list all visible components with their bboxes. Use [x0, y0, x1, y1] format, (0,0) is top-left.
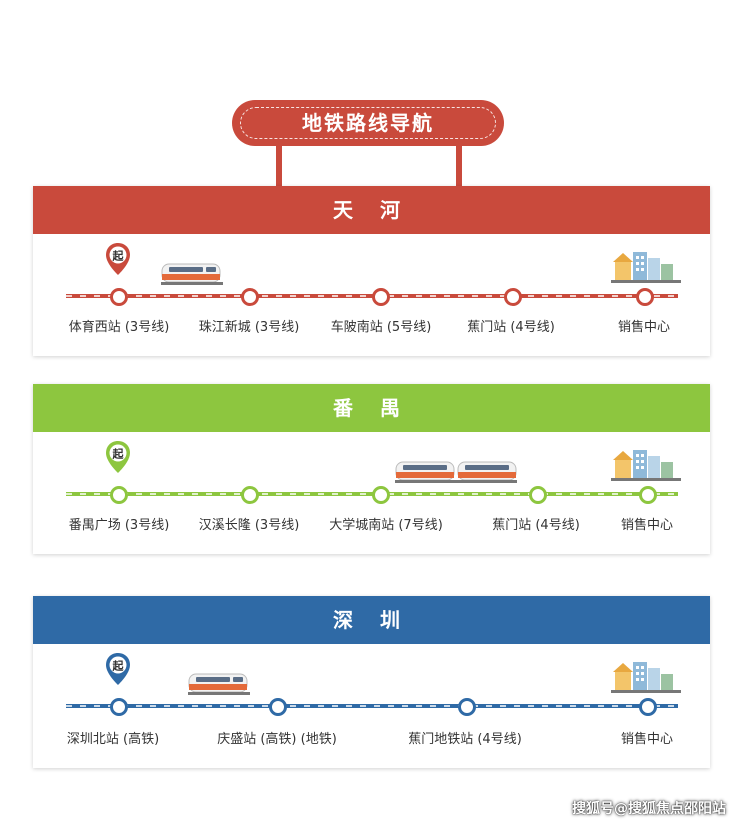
route-header-panyu: 番 禺 [33, 384, 710, 432]
location-pin-icon: 起 [106, 653, 130, 685]
station-label: 车陂南站 (5号线) [330, 320, 432, 335]
title-pill [232, 100, 504, 146]
station-label: 番禺广场 (3号线) [68, 518, 170, 533]
location-pin-icon: 起 [106, 441, 130, 473]
route-body-shenzhen: 起 深圳北站 (高铁) 庆盛站 (高铁) (地铁) 蕉门地铁站 (4号线) [33, 644, 710, 768]
start-marker-label: 起 [112, 447, 125, 461]
route-body-tianhe: 起 体育西站 (3号线) 珠江新城 (3号线) 车陂南站 (5号线) [33, 234, 710, 356]
station-marker [504, 288, 522, 306]
route-body-panyu: 起 番禺广场 (3号线) 汉溪长隆 (3号线) [33, 432, 710, 554]
station-marker [110, 698, 128, 716]
building-icon [611, 450, 681, 481]
station-marker [110, 486, 128, 504]
watermark: 搜狐号@搜狐焦点邵阳站 [572, 801, 726, 817]
train-icon [188, 673, 250, 695]
station-label: 蕉门站 (4号线) [467, 320, 555, 335]
banner-post-right [456, 144, 462, 188]
station-label: 珠江新城 (3号线) [198, 320, 300, 335]
station-marker [458, 698, 476, 716]
title-banner: 地铁路线导航 [232, 100, 504, 146]
station-marker [639, 698, 657, 716]
station-label: 蕉门站 (4号线) [492, 518, 580, 533]
route-header-shenzhen: 深 圳 [33, 596, 710, 644]
page-title: 地铁路线导航 [302, 111, 434, 135]
route-card-shenzhen: 深 圳 起 深圳北站 (高铁) [33, 596, 710, 768]
start-marker-label: 起 [112, 659, 125, 673]
station-marker [241, 288, 259, 306]
route-card-panyu: 番 禺 起 [33, 384, 710, 554]
route-header-tianhe: 天 河 [33, 186, 710, 234]
station-marker [639, 486, 657, 504]
start-marker-label: 起 [112, 249, 125, 263]
station-marker [636, 288, 654, 306]
station-label: 体育西站 (3号线) [68, 320, 170, 335]
building-icon [611, 662, 681, 693]
station-label: 销售中心 [620, 732, 674, 747]
route-line [66, 704, 678, 708]
station-marker [110, 288, 128, 306]
station-label: 汉溪长隆 (3号线) [198, 518, 300, 533]
building-icon [611, 252, 681, 283]
station-marker [241, 486, 259, 504]
station-label: 大学城南站 (7号线) [329, 518, 443, 533]
station-marker [372, 288, 390, 306]
station-marker [529, 486, 547, 504]
station-label: 深圳北站 (高铁) [66, 732, 160, 747]
route-card-tianhe: 天 河 起 体育西站 (3号线 [33, 186, 710, 356]
station-label: 销售中心 [620, 518, 674, 533]
station-label: 销售中心 [617, 320, 671, 335]
station-marker [372, 486, 390, 504]
train-icon [161, 263, 223, 285]
train-icon [395, 461, 517, 483]
banner-post-left [276, 144, 282, 188]
station-marker [269, 698, 287, 716]
station-label: 蕉门地铁站 (4号线) [408, 732, 522, 747]
location-pin-icon: 起 [106, 243, 130, 275]
station-label: 庆盛站 (高铁) (地铁) [217, 732, 337, 747]
